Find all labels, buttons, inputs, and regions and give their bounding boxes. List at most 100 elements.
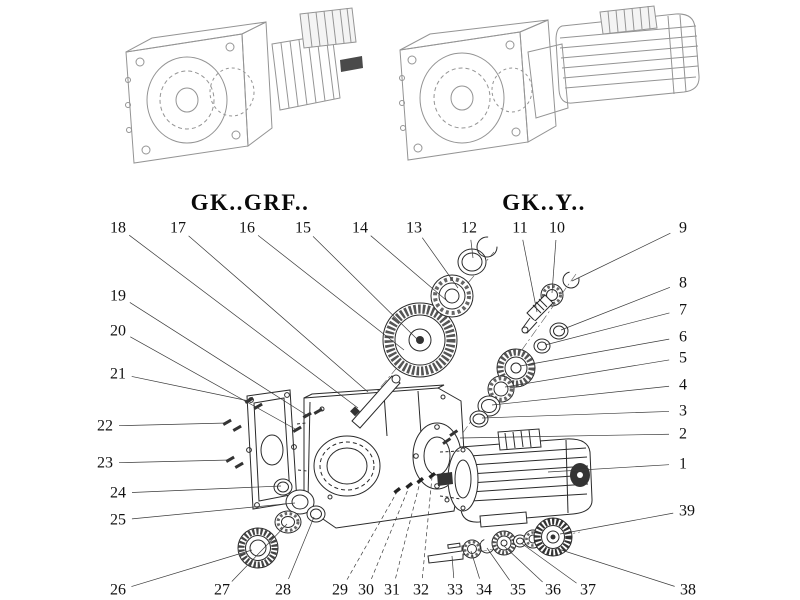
callout-number: 32 [413,582,429,599]
callout-number: 16 [239,220,255,237]
callout-number: 34 [476,582,492,599]
part-ring-28 [306,505,326,523]
callout-leader-line [551,239,557,294]
callout-number: 35 [510,582,526,599]
callout-number: 37 [580,582,596,599]
gearbox-y-drawing [399,5,700,161]
callout-number: 30 [358,582,374,599]
callout-leader-line [131,376,250,402]
part-pinion-washer [549,322,569,340]
callout-leader-line [544,312,670,346]
callout-number: 39 [679,503,695,520]
callout-number: 25 [110,512,126,529]
callout-leader-line [118,459,231,464]
callout-number: 18 [110,220,126,237]
variant-label-y: GK..Y.. [502,190,586,215]
callout-leader-line [470,239,474,259]
callout-leader-line [547,464,670,473]
callout-leader-line [422,476,433,579]
callout-leader-line [129,302,309,417]
part-pinion-nut [533,338,551,354]
part-output-bearing [274,510,302,534]
callout-number: 14 [352,220,368,237]
callout-leader-line [520,542,577,584]
callout-number: 20 [110,323,126,340]
callout-leader-line [131,485,282,493]
part-seal-ring [457,248,487,276]
callout-number: 23 [97,455,113,472]
callout-leader-line [370,235,447,301]
part-output-key [447,542,461,549]
callout-leader-line [481,411,670,419]
callout-leader-line [491,385,670,406]
callout-number: 11 [512,220,527,237]
callout-leader-line [371,486,410,580]
callout-leader-line [504,359,670,388]
callout-leader-line [486,547,510,581]
gearbox-grf-drawing [125,7,363,164]
callout-leader-line [130,336,298,431]
part-shim-ring [273,478,293,496]
callout-leader-line [559,512,674,535]
callout-leader-line [470,550,480,579]
callout-leader-line [257,235,405,351]
part-output-gear-ring [237,527,279,569]
callout-leader-line [519,338,670,367]
callout-number: 1 [679,456,687,473]
part-motor-bolts [442,429,459,445]
callout-number: 17 [170,220,186,237]
part-coupling-fasteners [393,471,437,494]
callout-number: 13 [406,220,422,237]
callout-number: 7 [679,302,687,319]
callout-number: 5 [679,350,687,367]
callout-number: 12 [461,220,477,237]
callout-leader-line [288,516,315,580]
callout-number: 9 [679,220,687,237]
callout-number: 19 [110,288,126,305]
part-ring-4 [477,395,501,417]
callout-number: 3 [679,403,687,420]
callout-number: 6 [679,329,687,346]
part-output-big-gear [533,517,573,557]
callout-number: 2 [679,426,687,443]
callout-leader-line [131,502,296,520]
part-motor [437,428,593,528]
callout-number: 8 [679,275,687,292]
callout-number: 29 [332,582,348,599]
callout-leader-line [503,545,543,583]
part-bearing-cover [285,489,315,515]
callout-leader-line [522,239,538,313]
callout-number: 26 [110,582,126,599]
callout-number: 33 [447,582,463,599]
part-pinion-snap-ring [562,271,580,289]
callout-leader-line [560,286,671,331]
callout-leader-line [346,491,398,580]
callout-leader-line [459,433,670,439]
callout-number: 10 [549,220,565,237]
callout-leader-line [231,523,288,582]
callout-leader-line [451,555,455,579]
callout-leader-line [118,422,228,427]
callout-leader-line [571,232,671,282]
part-input-shaft [350,374,401,429]
callout-leader-line [312,236,420,342]
exploded-view [222,236,593,569]
callout-leader-line [131,549,253,587]
part-ring-3 [469,410,489,428]
callout-leader-line [554,547,675,587]
callout-leader-line [128,234,359,409]
part-snap-ring-top [476,236,498,258]
part-bearing-large [430,274,474,318]
callout-number: 36 [545,582,561,599]
callout-number: 22 [97,418,113,435]
part-output-pinion-gear [491,530,517,556]
callout-number: 21 [110,366,126,383]
callout-number: 28 [275,582,291,599]
callout-number: 15 [295,220,311,237]
part-pinion-shaft [521,294,554,334]
callout-number: 27 [214,582,230,599]
callout-number: 38 [680,582,696,599]
